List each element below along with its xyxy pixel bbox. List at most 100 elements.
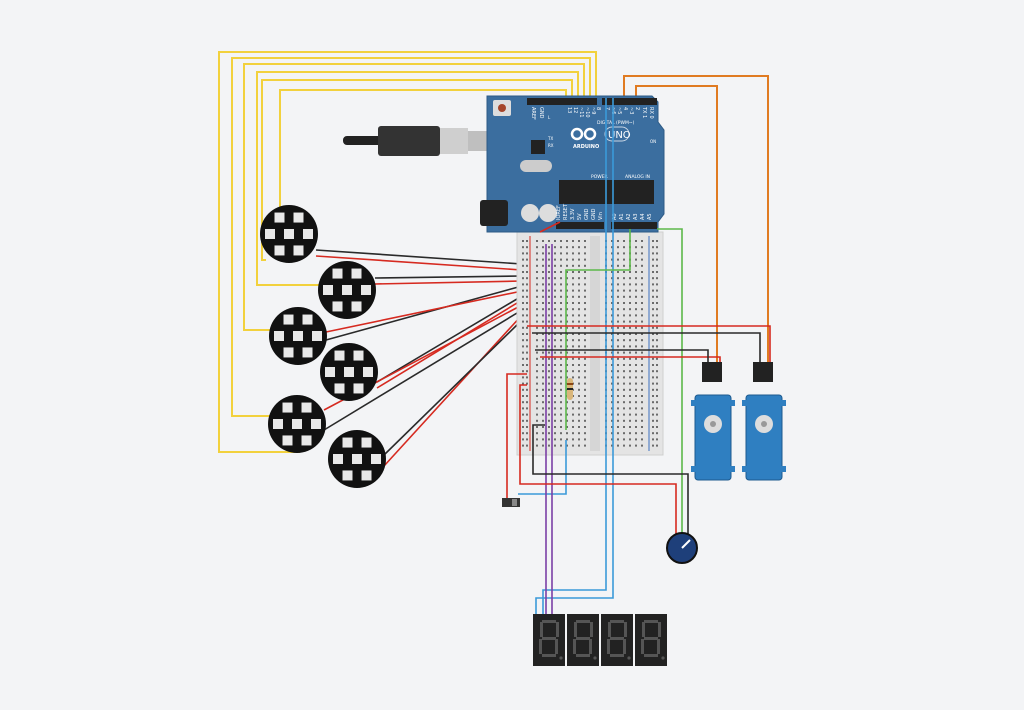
breadboard-hole[interactable]	[560, 308, 562, 311]
breadboard-hole[interactable]	[656, 382, 658, 385]
breadboard-hole[interactable]	[584, 351, 586, 354]
breadboard-hole[interactable]	[522, 258, 524, 261]
breadboard-hole[interactable]	[617, 264, 619, 267]
breadboard-hole[interactable]	[548, 302, 550, 304]
breadboard-hole[interactable]	[536, 388, 538, 391]
breadboard-hole[interactable]	[635, 382, 637, 385]
breadboard-hole[interactable]	[578, 364, 580, 366]
breadboard-hole[interactable]	[623, 438, 625, 441]
breadboard-hole[interactable]	[656, 345, 658, 348]
breadboard-hole[interactable]	[578, 395, 580, 397]
breadboard-hole[interactable]	[629, 295, 631, 298]
breadboard-hole[interactable]	[641, 314, 643, 317]
breadboard-hole[interactable]	[641, 395, 643, 397]
breadboard-hole[interactable]	[629, 283, 631, 286]
breadboard[interactable]	[516, 231, 664, 456]
breadboard-hole[interactable]	[526, 432, 528, 435]
breadboard-hole[interactable]	[526, 277, 528, 280]
breadboard-hole[interactable]	[542, 283, 544, 286]
breadboard-hole[interactable]	[572, 314, 574, 317]
breadboard-hole[interactable]	[641, 264, 643, 267]
breadboard-hole[interactable]	[584, 314, 586, 317]
breadboard-hole[interactable]	[522, 246, 524, 249]
breadboard-hole[interactable]	[566, 271, 568, 273]
breadboard-hole[interactable]	[635, 302, 637, 304]
breadboard-hole[interactable]	[522, 339, 524, 342]
breadboard-hole[interactable]	[560, 333, 562, 335]
breadboard-hole[interactable]	[560, 376, 562, 379]
wire-black[interactable]	[325, 285, 523, 341]
breadboard-hole[interactable]	[536, 407, 538, 410]
breadboard-hole[interactable]	[554, 370, 556, 373]
breadboard-hole[interactable]	[656, 320, 658, 323]
breadboard-hole[interactable]	[522, 314, 524, 317]
breadboard-hole[interactable]	[560, 320, 562, 323]
breadboard-hole[interactable]	[536, 333, 538, 335]
breadboard-hole[interactable]	[536, 438, 538, 441]
breadboard-hole[interactable]	[635, 401, 637, 404]
breadboard-hole[interactable]	[617, 339, 619, 342]
breadboard-hole[interactable]	[641, 432, 643, 435]
breadboard-hole[interactable]	[611, 438, 613, 441]
breadboard-hole[interactable]	[578, 246, 580, 249]
breadboard-hole[interactable]	[578, 438, 580, 441]
breadboard-hole[interactable]	[656, 277, 658, 280]
breadboard-hole[interactable]	[572, 289, 574, 292]
breadboard-hole[interactable]	[554, 314, 556, 317]
breadboard-hole[interactable]	[536, 364, 538, 366]
breadboard-hole[interactable]	[623, 376, 625, 379]
breadboard-hole[interactable]	[629, 395, 631, 397]
breadboard-hole[interactable]	[652, 326, 654, 329]
breadboard-hole[interactable]	[584, 258, 586, 261]
breadboard-hole[interactable]	[652, 395, 654, 397]
breadboard-hole[interactable]	[584, 370, 586, 373]
breadboard-hole[interactable]	[629, 376, 631, 379]
breadboard-hole[interactable]	[611, 395, 613, 397]
breadboard-hole[interactable]	[623, 308, 625, 311]
wire-red[interactable]	[519, 384, 677, 540]
breadboard-hole[interactable]	[652, 308, 654, 311]
breadboard-hole[interactable]	[578, 264, 580, 267]
breadboard-hole[interactable]	[526, 333, 528, 335]
breadboard-hole[interactable]	[536, 295, 538, 298]
slide-switch[interactable]	[502, 498, 520, 507]
breadboard-hole[interactable]	[656, 289, 658, 292]
neopixel-ring[interactable]	[318, 261, 376, 319]
breadboard-hole[interactable]	[629, 364, 631, 366]
breadboard-hole[interactable]	[522, 308, 524, 311]
breadboard-hole[interactable]	[629, 382, 631, 385]
breadboard-hole[interactable]	[652, 277, 654, 280]
breadboard-hole[interactable]	[584, 432, 586, 435]
breadboard-hole[interactable]	[617, 357, 619, 360]
breadboard-hole[interactable]	[623, 382, 625, 385]
breadboard-hole[interactable]	[548, 407, 550, 410]
breadboard-hole[interactable]	[641, 345, 643, 348]
breadboard-hole[interactable]	[572, 264, 574, 267]
breadboard-hole[interactable]	[548, 444, 550, 447]
breadboard-hole[interactable]	[652, 333, 654, 335]
breadboard-hole[interactable]	[611, 382, 613, 385]
breadboard-hole[interactable]	[656, 419, 658, 422]
breadboard-hole[interactable]	[560, 388, 562, 391]
breadboard-hole[interactable]	[522, 376, 524, 379]
breadboard-hole[interactable]	[572, 295, 574, 298]
breadboard-hole[interactable]	[572, 413, 574, 416]
breadboard-hole[interactable]	[578, 432, 580, 435]
breadboard-hole[interactable]	[526, 413, 528, 416]
breadboard-hole[interactable]	[536, 339, 538, 342]
breadboard-hole[interactable]	[611, 264, 613, 267]
breadboard-hole[interactable]	[611, 432, 613, 435]
breadboard-hole[interactable]	[629, 444, 631, 447]
breadboard-hole[interactable]	[629, 289, 631, 292]
breadboard-hole[interactable]	[635, 388, 637, 391]
breadboard-hole[interactable]	[542, 351, 544, 354]
breadboard-hole[interactable]	[536, 271, 538, 273]
breadboard-hole[interactable]	[584, 295, 586, 298]
neopixel-ring[interactable]	[320, 343, 378, 401]
breadboard-hole[interactable]	[652, 240, 654, 242]
breadboard-hole[interactable]	[652, 264, 654, 267]
breadboard-hole[interactable]	[641, 326, 643, 329]
breadboard-hole[interactable]	[584, 376, 586, 379]
breadboard-hole[interactable]	[617, 258, 619, 261]
breadboard-hole[interactable]	[554, 339, 556, 342]
